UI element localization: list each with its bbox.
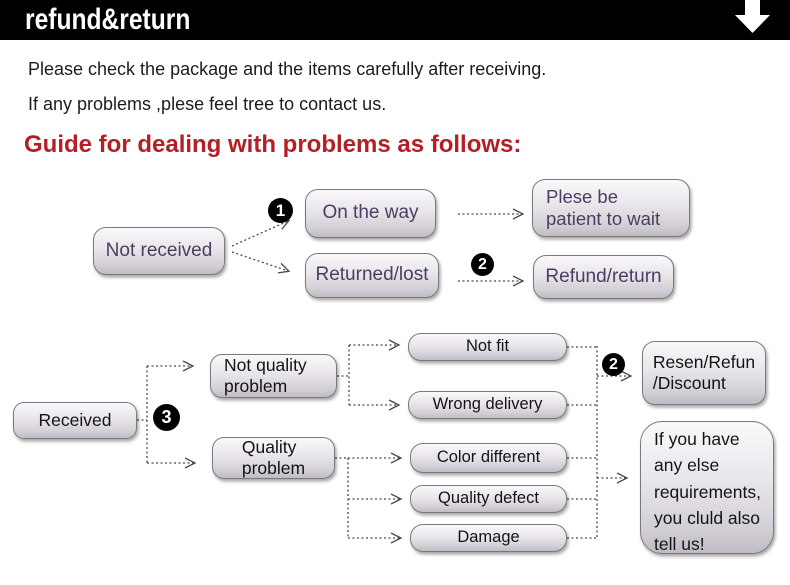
flow-node-plese-be-patient: Plese be patient to wait — [532, 179, 690, 237]
header-bar: refund&return — [0, 0, 790, 40]
flow-node-not-received: Not received — [93, 227, 225, 275]
down-arrow-icon — [735, 0, 770, 33]
guide-heading: Guide for dealing with problems as follo… — [24, 131, 522, 158]
flow-node-wrong-delivery: Wrong delivery — [408, 391, 567, 419]
flow-node-quality-problem: Quality problem — [212, 437, 335, 479]
step-badge-1: 1 — [268, 198, 293, 223]
step-badge-2: 2 — [471, 253, 494, 276]
flow-node-refund-return: Refund/return — [533, 255, 674, 299]
header-title: refund&return — [25, 3, 191, 36]
flow-node-not-quality-problem: Not quality problem — [210, 354, 337, 398]
step-badge-2b: 2 — [602, 353, 625, 376]
flow-node-resen-refun-discount: Resen/Refun /Discount — [642, 341, 766, 405]
flow-node-not-fit: Not fit — [408, 333, 567, 361]
note-bubble: If you have any else requirements, you c… — [640, 421, 774, 554]
intro-line-1: Please check the package and the items c… — [28, 59, 547, 79]
flow-node-returned-lost: Returned/lost — [305, 253, 439, 298]
step-badge-3: 3 — [153, 404, 180, 431]
flow-node-damage: Damage — [410, 524, 567, 552]
flow-node-quality-defect: Quality defect — [410, 485, 567, 513]
flow-node-received: Received — [13, 402, 137, 439]
flow-node-on-the-way: On the way — [305, 189, 436, 238]
intro-line-2: If any problems ,plese feel tree to cont… — [28, 94, 387, 114]
flow-node-color-different: Color different — [410, 443, 567, 473]
